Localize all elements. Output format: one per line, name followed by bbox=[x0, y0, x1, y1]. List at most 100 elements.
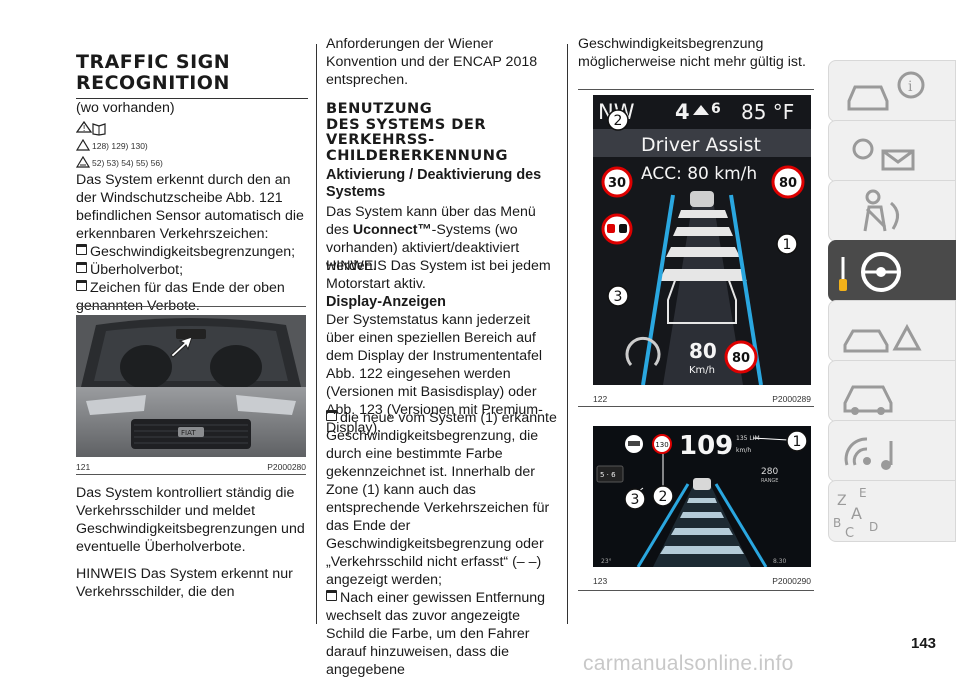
page-number: 143 bbox=[911, 635, 937, 652]
figure-122-caption: 122 P2000289 bbox=[593, 394, 811, 404]
figure-121-car-photo: FIAT bbox=[76, 315, 306, 457]
monitoring-paragraph: Das System kontrolliert ständig die Verk… bbox=[76, 485, 305, 555]
sidebar-tab-maintenance[interactable] bbox=[828, 360, 956, 422]
callout-3: 3 bbox=[631, 492, 640, 508]
callout-2: 2 bbox=[614, 113, 623, 129]
breakdown-icon bbox=[843, 323, 922, 353]
list-item: Zeichen für das Ende der oben genannten … bbox=[76, 280, 285, 314]
title-line: BENUTZUNG bbox=[326, 100, 433, 117]
car-service-icon bbox=[843, 385, 893, 415]
figure-123-premium-display: 130 109 135 LIM km/h 280 RANGE 5 · 6 23°… bbox=[593, 426, 811, 567]
figure-121-caption: 121 P2000280 bbox=[76, 462, 306, 472]
caution-triangle-icon bbox=[76, 156, 90, 168]
subheading-display: Display-Anzeigen bbox=[326, 294, 446, 310]
sidebar-tab-warning-lights[interactable] bbox=[828, 120, 956, 182]
limit-text: 135 LIM bbox=[736, 435, 760, 442]
checkbox-bullet-icon bbox=[76, 262, 87, 273]
note-paragraph: HINWEIS Das System erkennt nur Verkehrss… bbox=[76, 566, 293, 600]
sidebar-tab-multimedia[interactable] bbox=[828, 420, 956, 482]
divider bbox=[76, 306, 306, 307]
figure-number: 122 bbox=[593, 394, 608, 404]
gear-up-icon bbox=[693, 105, 709, 115]
svg-text:!: ! bbox=[83, 124, 86, 133]
title-line-1: TRAFFIC SIGN bbox=[76, 51, 231, 73]
watermark: carmanualsonline.info bbox=[583, 652, 794, 675]
divider bbox=[76, 474, 306, 475]
bottom-right-text: 8.30 bbox=[773, 558, 787, 565]
figure-code: P2000280 bbox=[267, 462, 306, 472]
callout-1: 1 bbox=[783, 237, 792, 253]
sign-left-text: 30 bbox=[608, 176, 626, 191]
section-title-traffic-sign: TRAFFIC SIGN RECOGNITION bbox=[76, 52, 308, 99]
checkbox-bullet-icon bbox=[326, 590, 337, 601]
column-divider bbox=[316, 44, 317, 624]
title-line: CHILDERERKENNUNG bbox=[326, 146, 508, 164]
media-icon bbox=[844, 437, 893, 470]
warning-triangle-icon bbox=[76, 139, 90, 151]
svg-text:FIAT: FIAT bbox=[181, 429, 196, 437]
divider bbox=[578, 89, 814, 90]
figure-code: P2000289 bbox=[772, 394, 811, 404]
title-line-2: RECOGNITION bbox=[76, 72, 230, 94]
acc-text: ACC: 80 km/h bbox=[641, 164, 757, 184]
display-paragraph: Der Systemstatus kann jederzeit über ein… bbox=[326, 312, 543, 436]
divider bbox=[578, 590, 814, 591]
svg-text:B: B bbox=[833, 516, 841, 530]
sign-bottom-text: 80 bbox=[732, 351, 750, 366]
sign-text: 130 bbox=[655, 441, 668, 449]
sidebar-tab-emergency[interactable] bbox=[828, 300, 956, 362]
car-info-icon: i bbox=[847, 71, 925, 111]
figure-number: 123 bbox=[593, 576, 608, 586]
figure-122-basic-display: NW 4 6 85 °F Driver Assist ACC: 80 km/h … bbox=[593, 95, 811, 385]
speed-text: 109 bbox=[679, 431, 733, 461]
validity-paragraph: Geschwindigkeitsbegrenzung möglicherweis… bbox=[578, 36, 806, 70]
svg-text:E: E bbox=[859, 486, 867, 500]
banner-text: Driver Assist bbox=[641, 134, 761, 156]
sign-types-list: Geschwindigkeitsbegrenzungen; Überholver… bbox=[76, 243, 306, 315]
list-item: Überholverbot; bbox=[76, 261, 306, 279]
list-item: Geschwindigkeitsbegrenzungen; bbox=[76, 243, 306, 261]
sidebar-tab-car-info[interactable]: i bbox=[828, 60, 956, 122]
callout-3: 3 bbox=[614, 289, 623, 305]
sidebar-tab-safety[interactable] bbox=[828, 180, 956, 242]
svg-text:C: C bbox=[845, 526, 854, 541]
range-label-text: RANGE bbox=[761, 478, 778, 484]
figure-code: P2000290 bbox=[772, 576, 811, 586]
svg-text:i: i bbox=[908, 79, 913, 95]
speed-unit-text: Km/h bbox=[689, 365, 715, 376]
display-list: die neue vom System (1) erkannte Geschwi… bbox=[326, 409, 558, 679]
section-title-usage: BENUTZUNG DES SYSTEMS DER VERKEHRSS- CHI… bbox=[326, 101, 558, 163]
book-warning-icon: ! bbox=[76, 120, 106, 136]
sidebar-tab-index[interactable]: Z E A B C D bbox=[828, 480, 956, 542]
active-note: HINWEIS Das System ist bei jedem Motorst… bbox=[326, 258, 551, 292]
figure-123-caption: 123 P2000290 bbox=[593, 576, 811, 586]
caution-refs: 52) 53) 54) 55) 56) bbox=[92, 158, 163, 168]
gear-text: 4 bbox=[675, 100, 690, 124]
steering-key-icon bbox=[839, 252, 901, 292]
gear-text: 5 · 6 bbox=[600, 471, 616, 479]
activation-paragraph: Das System kann über das Menü des Uconne… bbox=[326, 204, 536, 274]
title-line: VERKEHRSS- bbox=[326, 131, 435, 148]
svg-text:D: D bbox=[869, 520, 878, 534]
callout-2: 2 bbox=[659, 489, 668, 505]
column-divider bbox=[567, 44, 568, 624]
gear-sup-text: 6 bbox=[711, 101, 721, 117]
checkbox-bullet-icon bbox=[326, 410, 337, 421]
list-item: Nach einer gewissen Entfernung wechselt … bbox=[326, 590, 546, 678]
range-text: 280 bbox=[761, 467, 778, 477]
seatbelt-airbag-icon bbox=[863, 189, 899, 232]
checkbox-bullet-icon bbox=[76, 280, 87, 291]
sign-right-text: 80 bbox=[779, 176, 797, 191]
bottom-left-text: 23° bbox=[601, 558, 612, 565]
sidebar-tab-driving[interactable] bbox=[828, 240, 956, 302]
convention-paragraph: Anforderungen der Wiener Konvention und … bbox=[326, 36, 538, 88]
list-item: die neue vom System (1) erkannte Geschwi… bbox=[326, 410, 557, 588]
warning-lights-icon bbox=[852, 138, 915, 171]
callout-1: 1 bbox=[793, 434, 802, 450]
checkbox-bullet-icon bbox=[76, 244, 87, 255]
warning-refs: 128) 129) 130) bbox=[92, 141, 148, 151]
temperature-text: 85 °F bbox=[741, 100, 794, 124]
title-line: DES SYSTEMS DER bbox=[326, 115, 487, 133]
svg-text:A: A bbox=[851, 504, 862, 523]
svg-text:Z: Z bbox=[837, 493, 847, 509]
